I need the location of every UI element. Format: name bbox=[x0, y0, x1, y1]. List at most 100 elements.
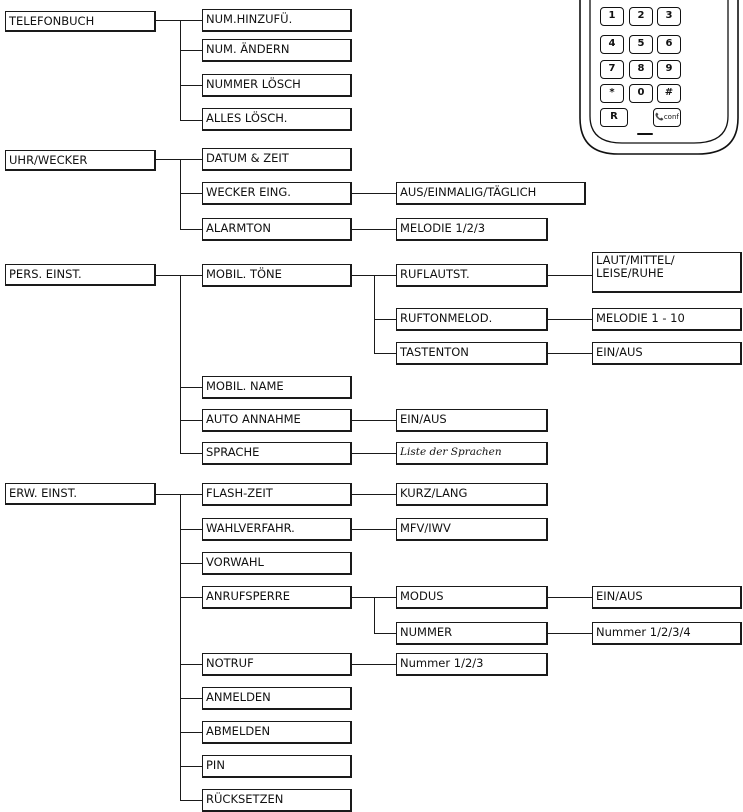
node-ruftonmelod: RUFTONMELOD. bbox=[396, 308, 548, 331]
connector bbox=[180, 494, 182, 800]
connector bbox=[180, 229, 202, 231]
node-sprache: SPRACHE bbox=[202, 442, 352, 465]
node-kurz-lang: KURZ/LANG bbox=[396, 483, 548, 506]
connector bbox=[548, 275, 592, 277]
phone-key-1: 1 bbox=[600, 7, 624, 26]
node-auto-annahme-ein-aus: EIN/AUS bbox=[396, 409, 548, 432]
phone-key-9: 9 bbox=[657, 60, 681, 79]
node-wecker-eing: WECKER EING. bbox=[202, 182, 352, 205]
phone-handset-illustration: 1 2 3 4 5 6 7 8 9 * 0 # R 📞conf bbox=[578, 0, 740, 156]
connector bbox=[156, 494, 180, 496]
phone-key-7: 7 bbox=[600, 60, 624, 79]
connector bbox=[180, 85, 202, 87]
connector bbox=[180, 494, 202, 496]
connector bbox=[180, 20, 182, 121]
connector bbox=[352, 664, 396, 666]
node-uhr-wecker: UHR/WECKER bbox=[5, 150, 156, 171]
connector bbox=[374, 597, 376, 634]
connector bbox=[180, 597, 202, 599]
connector bbox=[180, 275, 182, 454]
connector bbox=[548, 597, 592, 599]
connector bbox=[180, 159, 202, 161]
phone-key-6: 6 bbox=[657, 35, 681, 54]
connector bbox=[156, 159, 180, 161]
node-mobil-name: MOBIL. NAME bbox=[202, 376, 352, 399]
connector bbox=[180, 275, 202, 277]
node-anrufsperre: ANRUFSPERRE bbox=[202, 586, 352, 609]
node-mobil-toene: MOBIL. TÖNE bbox=[202, 264, 352, 287]
connector bbox=[180, 800, 202, 802]
node-abmelden: ABMELDEN bbox=[202, 721, 352, 744]
node-liste-der-sprachen: Liste der Sprachen bbox=[396, 442, 548, 465]
connector bbox=[352, 229, 396, 231]
phone-key-2: 2 bbox=[629, 7, 653, 26]
node-wahlverfahr: WAHLVERFAHR. bbox=[202, 518, 352, 541]
node-alles-loesch: ALLES LÖSCH. bbox=[202, 108, 352, 131]
node-telefonbuch: TELEFONBUCH bbox=[5, 11, 156, 32]
connector bbox=[180, 453, 202, 455]
node-erw-einst: ERW. EINST. bbox=[5, 483, 156, 505]
connector bbox=[180, 766, 202, 768]
connector bbox=[180, 698, 202, 700]
node-mfv-iwv: MFV/IWV bbox=[396, 518, 548, 541]
connector bbox=[352, 529, 396, 531]
connector bbox=[180, 563, 202, 565]
phone-key-hash: # bbox=[657, 84, 681, 103]
node-num-hinzufuegen: NUM.HINZUFÜ. bbox=[202, 9, 352, 32]
option-line: LEISE/RUHE bbox=[596, 266, 664, 280]
phone-key-r: R bbox=[600, 108, 628, 127]
connector bbox=[352, 420, 396, 422]
connector bbox=[180, 664, 202, 666]
node-laut-mittel-leise-ruhe: LAUT/MITTEL/ LEISE/RUHE bbox=[592, 252, 742, 293]
node-num-aendern: NUM. ÄNDERN bbox=[202, 39, 352, 62]
phone-key-0: 0 bbox=[629, 84, 653, 103]
node-nummer-1234: Nummer 1/2/3/4 bbox=[592, 622, 742, 645]
phone-key-conf: 📞conf bbox=[653, 108, 681, 127]
connector bbox=[180, 50, 202, 52]
node-aus-einmalig-taeglich: AUS/EINMALIG/TÄGLICH bbox=[396, 182, 586, 205]
node-tastenton: TASTENTON bbox=[396, 342, 548, 365]
phone-key-5: 5 bbox=[629, 35, 653, 54]
phone-key-8: 8 bbox=[629, 60, 653, 79]
connector bbox=[374, 319, 396, 321]
connector bbox=[180, 20, 202, 22]
node-nummer: NUMMER bbox=[396, 622, 548, 645]
node-auto-annahme: AUTO ANNAHME bbox=[202, 409, 352, 432]
connector bbox=[180, 732, 202, 734]
connector bbox=[180, 420, 202, 422]
node-alarmton: ALARMTON bbox=[202, 218, 352, 241]
connector bbox=[156, 275, 180, 277]
connector bbox=[374, 633, 396, 635]
node-anmelden: ANMELDEN bbox=[202, 687, 352, 710]
phone-key-4: 4 bbox=[600, 35, 624, 54]
option-line: LAUT/MITTEL/ bbox=[596, 253, 675, 267]
node-modus: MODUS bbox=[396, 586, 548, 609]
connector bbox=[180, 159, 182, 230]
node-tastenton-ein-aus: EIN/AUS bbox=[592, 342, 742, 365]
node-nummer-loesch: NUMMER LÖSCH bbox=[202, 74, 352, 97]
connector bbox=[352, 193, 396, 195]
connector bbox=[352, 494, 396, 496]
connector bbox=[374, 275, 376, 354]
node-ruecksetzen: RÜCKSETZEN bbox=[202, 789, 352, 812]
connector bbox=[180, 120, 202, 122]
node-pin: PIN bbox=[202, 755, 352, 778]
node-pers-einst: PERS. EINST. bbox=[5, 264, 156, 286]
node-notruf: NOTRUF bbox=[202, 653, 352, 676]
phone-key-star: * bbox=[600, 84, 624, 103]
connector bbox=[156, 20, 180, 22]
node-datum-zeit: DATUM & ZEIT bbox=[202, 148, 352, 171]
conf-icon: 📞 bbox=[655, 113, 664, 121]
connector bbox=[352, 453, 396, 455]
node-ruflautst: RUFLAUTST. bbox=[396, 264, 548, 287]
node-flash-zeit: FLASH-ZEIT bbox=[202, 483, 352, 506]
conf-label: conf bbox=[663, 113, 679, 121]
node-vorwahl: VORWAHL bbox=[202, 552, 352, 575]
connector bbox=[548, 633, 592, 635]
connector bbox=[180, 193, 202, 195]
connector bbox=[180, 387, 202, 389]
connector bbox=[548, 319, 592, 321]
node-melodie-1-10: MELODIE 1 - 10 bbox=[592, 308, 742, 331]
node-nummer-123: Nummer 1/2/3 bbox=[396, 653, 548, 676]
